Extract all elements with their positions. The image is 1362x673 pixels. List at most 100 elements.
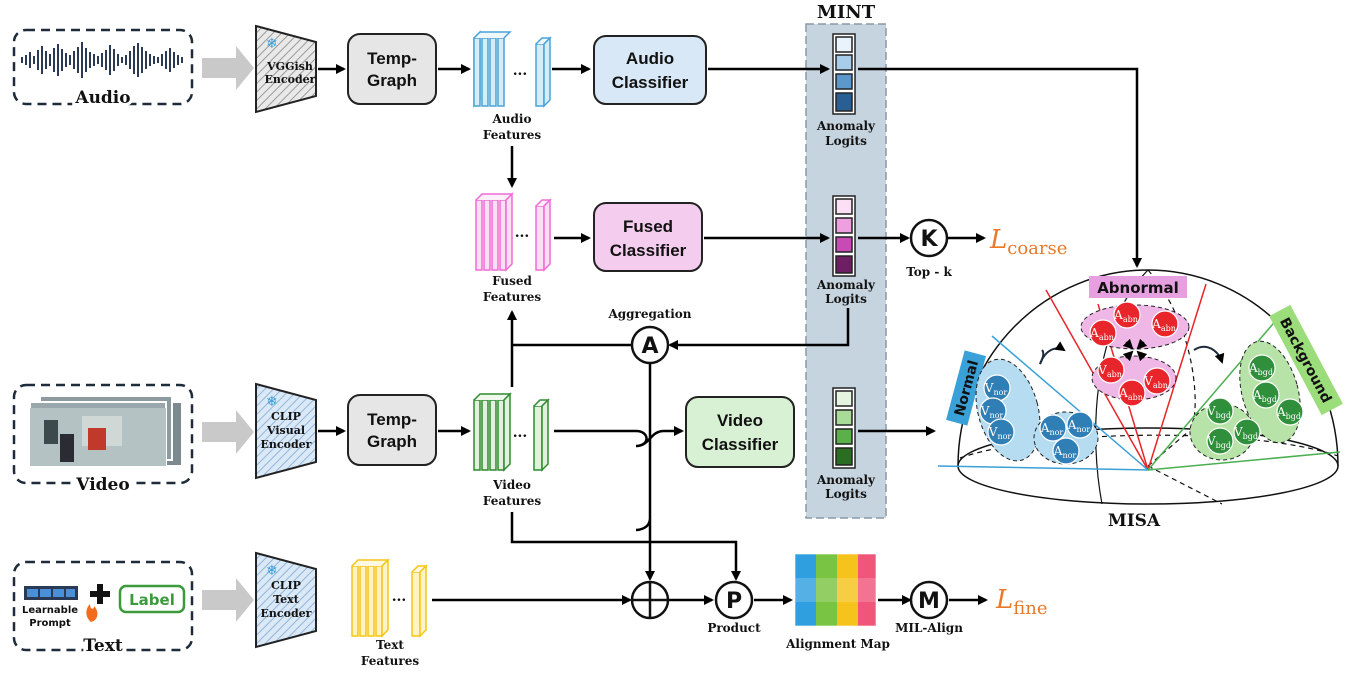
clip-text-encoder: ❄ CLIP Text Encoder — [255, 551, 317, 649]
svg-text:Lcoarse: Lcoarse — [989, 225, 1067, 259]
abnormal-node — [1118, 379, 1146, 407]
fire-icon — [86, 604, 98, 622]
background-node — [1252, 381, 1280, 409]
misa-title: MISA — [1108, 511, 1161, 531]
svg-text:Video: Video — [717, 411, 763, 430]
background-node — [1206, 397, 1234, 425]
video-classifier: Video Classifier — [685, 396, 795, 468]
background-node — [1248, 354, 1276, 382]
svg-text:Temp-: Temp- — [367, 410, 417, 429]
video-features-label-1: Video — [492, 478, 531, 492]
video-features-label-2: Features — [483, 494, 541, 508]
svg-text:Classifier: Classifier — [612, 73, 689, 92]
learnable-prompt-label-1: Learnable — [22, 605, 78, 616]
topk-operator: K — [909, 218, 949, 258]
temp-graph-audio: Temp- Graph — [347, 33, 437, 105]
mint-title: MINT — [817, 2, 876, 23]
normal-node-label: Vnor — [988, 425, 1012, 441]
abnormal-node-label: Aabn — [1151, 317, 1176, 333]
abnormal-convergence-arrows — [1122, 338, 1148, 362]
text-input: Learnable Prompt Label Text — [12, 560, 194, 659]
label-chip — [118, 584, 186, 614]
normal-node-label: Vnor — [980, 404, 1004, 420]
video-features-ellipsis: ... — [513, 425, 528, 441]
fused-features-stack — [475, 192, 552, 272]
normal-node-label: Anor — [1053, 444, 1077, 460]
plus-icon — [90, 584, 110, 604]
video-frames-icon — [29, 395, 183, 467]
abnormal-node-label: Aabn — [1089, 326, 1114, 342]
audio-input: Audio — [12, 28, 194, 111]
normal-node — [1052, 437, 1080, 465]
audio-classifier: Audio Classifier — [593, 35, 707, 105]
background-node-label: Vbgd — [1206, 434, 1231, 450]
svg-text:Encoder: Encoder — [261, 607, 312, 620]
svg-text:P: P — [726, 589, 742, 614]
product-label: Product — [707, 621, 761, 635]
abnormal-label: Abnormal — [1097, 279, 1179, 297]
video-logits-label-1: Anomaly — [816, 473, 876, 487]
background-node — [1206, 427, 1234, 455]
product-operator: P — [714, 580, 754, 620]
background-node-label: Vbgd — [1206, 404, 1231, 420]
normal-node-label: Vnor — [984, 381, 1008, 397]
loss-fine: Lfine — [995, 585, 1048, 619]
video-logits — [832, 387, 856, 469]
background-node — [1276, 398, 1304, 426]
temp-graph-video: Temp- Graph — [347, 394, 437, 466]
abnormal-node — [1097, 356, 1125, 384]
fused-logits — [832, 195, 856, 277]
misa-curved-arrows — [1039, 341, 1225, 365]
loss-coarse: Lcoarse — [989, 225, 1067, 259]
svg-text:CLIP: CLIP — [271, 579, 301, 592]
abnormal-node — [1089, 319, 1117, 347]
clip-visual-encoder: ❄ CLIP Visual Encoder — [255, 382, 317, 480]
topk-label: Top - k — [906, 265, 952, 279]
audio-input-label: Audio — [74, 88, 130, 108]
abnormal-node — [1113, 301, 1141, 329]
text-features-label-2: Features — [361, 654, 419, 668]
svg-text:M: M — [918, 589, 940, 614]
svg-text:Classifier: Classifier — [702, 435, 779, 454]
audio-logits-label-1: Anomaly — [816, 119, 876, 133]
background-node — [1233, 418, 1261, 446]
abnormal-node-label: Aabn — [1113, 308, 1138, 324]
learnable-prompt-icon — [24, 586, 78, 600]
background-node-label: Abgd — [1252, 388, 1277, 404]
fused-classifier: Fused Classifier — [593, 202, 703, 272]
label-chip-text: Label — [129, 591, 175, 609]
svg-text:Visual: Visual — [266, 424, 305, 437]
vggish-encoder: ❄ VGGish Encoder — [255, 24, 317, 114]
video-input-label: Video — [75, 475, 129, 495]
normal-node — [987, 418, 1015, 446]
input-arrows — [202, 46, 254, 622]
audio-logits-label-2: Logits — [825, 134, 867, 148]
svg-text:Graph: Graph — [367, 71, 417, 90]
background-node-label: Vbgd — [1233, 425, 1258, 441]
abnormal-tag — [1089, 276, 1187, 298]
video-input: Video — [12, 383, 194, 498]
sum-operator — [630, 580, 670, 620]
abnormal-node-label: Vabn — [1097, 363, 1122, 379]
normal-node-label: Anor — [1040, 421, 1064, 437]
text-features-ellipsis: ... — [392, 589, 407, 605]
fused-logits-label-1: Anomaly — [816, 278, 876, 292]
svg-text:CLIP: CLIP — [271, 410, 301, 423]
snowflake-icon: ❄ — [266, 563, 278, 579]
fused-logits-label-2: Logits — [825, 292, 867, 306]
snowflake-icon: ❄ — [266, 394, 278, 410]
fused-features-ellipsis: ... — [515, 225, 530, 241]
svg-text:Graph: Graph — [367, 432, 417, 451]
audio-features-label-2: Features — [483, 128, 541, 142]
normal-node — [1039, 414, 1067, 442]
svg-text:VGGish: VGGish — [266, 60, 313, 73]
audio-features-stack — [473, 30, 552, 108]
text-features-stack — [351, 558, 428, 638]
fused-features-label-2: Features — [483, 290, 541, 304]
text-input-label: Text — [83, 636, 123, 656]
flow-arrows — [318, 64, 1142, 605]
svg-text:Fused: Fused — [623, 217, 673, 236]
abnormal-node — [1143, 367, 1171, 395]
